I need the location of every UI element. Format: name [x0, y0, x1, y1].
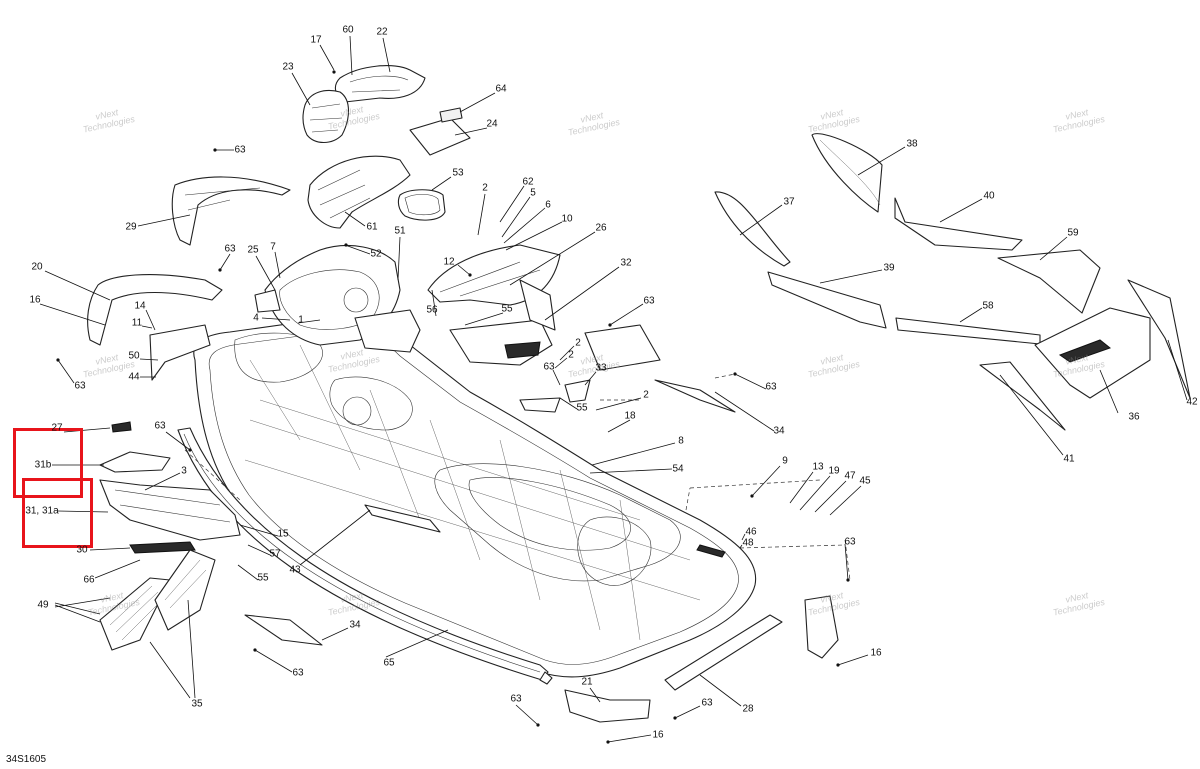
callout-label: 7 [270, 241, 276, 253]
callout-label: 42 [1186, 396, 1198, 408]
callout-label: 15 [277, 528, 289, 540]
callout-label: 16 [29, 294, 41, 306]
callout-label: 55 [576, 402, 588, 414]
callout-label: 46 [745, 526, 757, 538]
callout-label: 55 [501, 303, 513, 315]
callout-label: 35 [191, 698, 203, 710]
callout-label: 63 [292, 667, 304, 679]
figure-code: 34S1605 [6, 754, 47, 765]
callout-label: 63 [765, 381, 777, 393]
callout-label: 27 [51, 422, 63, 434]
console-parts [87, 65, 736, 413]
callout-label: 28 [742, 703, 754, 715]
callout-label: 4 [253, 312, 259, 324]
callout-label: 63 [543, 361, 555, 373]
callout-label: 25 [247, 244, 259, 256]
callout-label: 49 [37, 599, 49, 611]
callout-label: 9 [782, 455, 788, 467]
leader-lines [39, 35, 1188, 744]
callout-label: 63 [844, 536, 856, 548]
callout-label: 63 [643, 295, 655, 307]
callout-label: 31b [34, 459, 52, 471]
decal-set [714, 133, 1191, 431]
callout-label: 34 [349, 619, 361, 631]
callout-label: 54 [672, 463, 684, 475]
callout-label: 50 [128, 350, 140, 362]
callout-label: 63 [234, 144, 246, 156]
callout-label: 2 [575, 337, 581, 349]
callout-label: 44 [128, 371, 140, 383]
callout-label: 45 [859, 475, 871, 487]
callout-label: 38 [906, 138, 918, 150]
callout-label: 63 [701, 697, 713, 709]
callout-label: 43 [289, 564, 301, 576]
side-panels [99, 421, 839, 723]
callout-label: 19 [828, 465, 840, 477]
callout-label: 2 [568, 349, 574, 361]
callout-label: 64 [495, 83, 507, 95]
callout-label: 66 [83, 574, 95, 586]
callout-label: 40 [983, 190, 995, 202]
callout-label: 17 [310, 34, 322, 46]
callout-label: 61 [366, 221, 378, 233]
callout-label: 5 [530, 187, 536, 199]
callout-label: 24 [486, 118, 498, 130]
callout-label: 13 [812, 461, 824, 473]
callout-label: 10 [561, 213, 573, 225]
callout-label: 63 [224, 243, 236, 255]
callout-label: 63 [154, 420, 166, 432]
callout-label: 12 [443, 256, 455, 268]
callout-label: 18 [624, 410, 636, 422]
callout-label: 51 [394, 225, 406, 237]
callout-label: 63 [510, 693, 522, 705]
rub-rails [177, 427, 783, 691]
highlight-box-31b [13, 428, 83, 498]
callout-label: 53 [452, 167, 464, 179]
callout-label: 11 [131, 317, 143, 329]
highlight-box-31 [22, 478, 93, 548]
callout-label: 55 [257, 572, 269, 584]
callout-label: 58 [982, 300, 994, 312]
callout-label: 6 [545, 199, 551, 211]
callout-label: 60 [342, 24, 354, 36]
callout-label: 30 [76, 544, 88, 556]
callout-label: 26 [595, 222, 607, 234]
callout-label: 39 [883, 262, 895, 274]
callout-label: 16 [652, 729, 664, 741]
callout-label: 2 [643, 389, 649, 401]
callout-label: 57 [269, 548, 281, 560]
callout-label: 47 [844, 470, 856, 482]
callout-label: 3 [181, 465, 187, 477]
callout-label: 65 [383, 657, 395, 669]
callout-label: 20 [31, 261, 43, 273]
callout-label: 62 [522, 176, 534, 188]
callout-label: 63 [74, 380, 86, 392]
callout-label: 29 [125, 221, 137, 233]
callout-label: 52 [370, 248, 382, 260]
callout-label: 1 [298, 314, 304, 326]
callout-label: 56 [426, 304, 438, 316]
callout-label: 8 [678, 435, 684, 447]
callout-label: 41 [1063, 453, 1075, 465]
callout-label: 34 [773, 425, 785, 437]
callout-label: 59 [1067, 227, 1079, 239]
callout-label: 16 [870, 647, 882, 659]
callout-label: 14 [134, 300, 146, 312]
callout-label: 36 [1128, 411, 1140, 423]
callout-label: 32 [620, 257, 632, 269]
callout-label: 31, 31a [25, 505, 59, 517]
callout-label: 33 [595, 362, 607, 374]
callout-label: 21 [581, 676, 593, 688]
callout-label: 37 [783, 196, 795, 208]
callout-label: 23 [282, 61, 294, 73]
callout-label: 22 [376, 26, 388, 38]
callout-label: 2 [482, 182, 488, 194]
callout-label: 48 [742, 537, 754, 549]
